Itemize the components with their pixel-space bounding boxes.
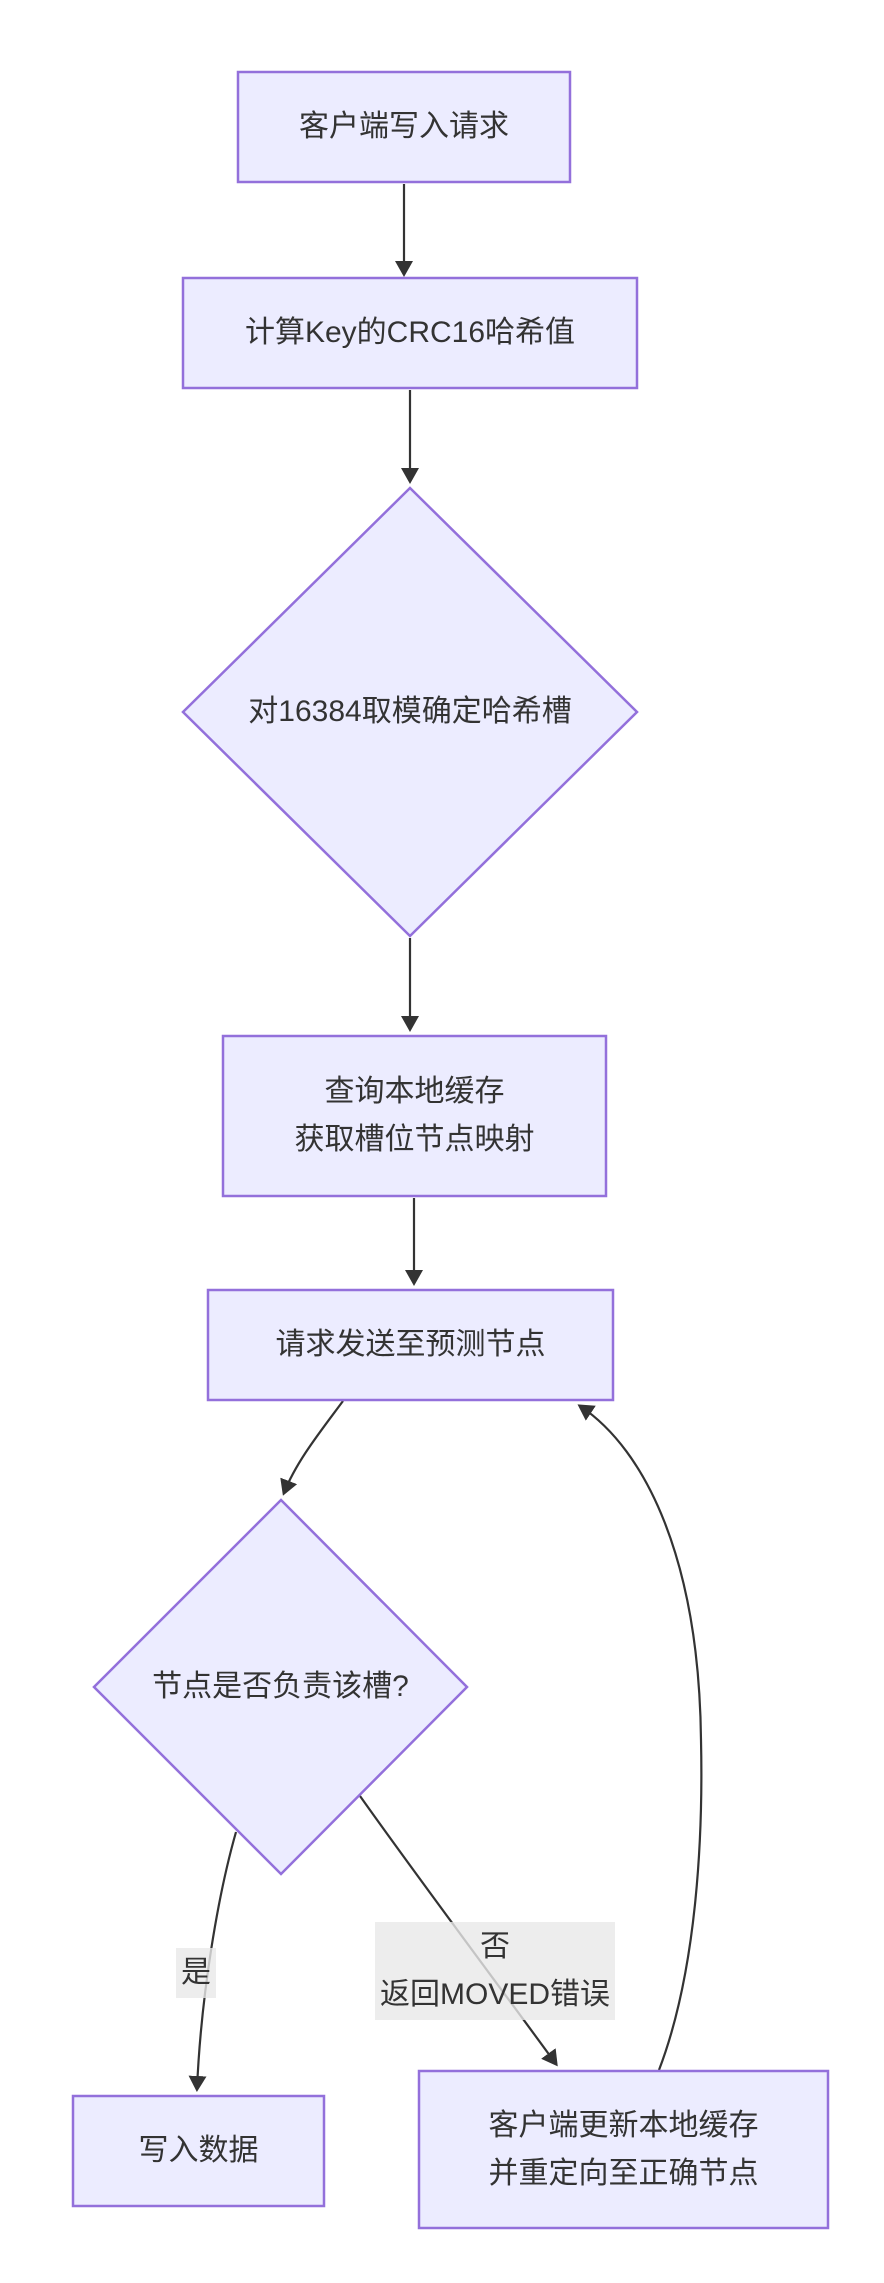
node-send-node-shape [206, 1288, 615, 1402]
node-crc16-shape [181, 276, 639, 390]
node-update-cache-shape [417, 2069, 830, 2230]
edge-owns-slot-no-to-update-cache [359, 1795, 558, 2067]
edge-owns-slot-yes-to-write-data [188, 1831, 238, 2092]
node-write-data-shape [71, 2094, 326, 2208]
node-query-cache-shape [221, 1034, 608, 1198]
edge-send-node-to-owns-slot [280, 1400, 344, 1496]
node-owns-slot-shape [92, 1498, 469, 1876]
node-mod-slot-shape [181, 486, 639, 938]
edge-update-cache-back-to-send-node [577, 1404, 703, 2071]
node-client-write-shape [236, 70, 572, 184]
